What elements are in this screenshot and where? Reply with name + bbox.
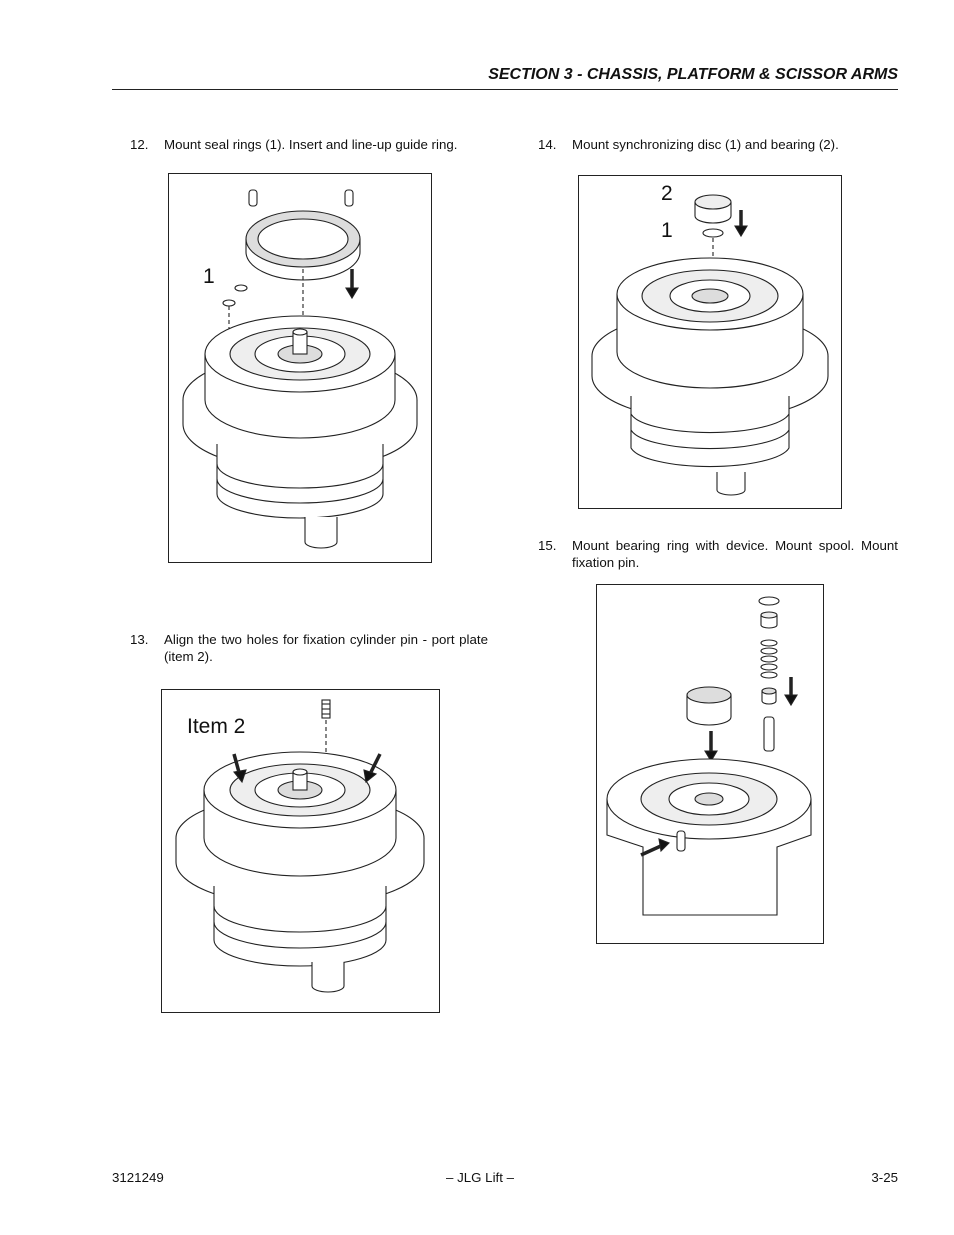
callout-1: 1 (661, 219, 673, 242)
motor-illustration (182, 189, 418, 549)
step-text: Mount bearing ring with device. Mount sp… (572, 538, 898, 570)
step-text: Mount seal rings (1). Insert and line-up… (164, 137, 458, 152)
figure-bearing-ring (596, 584, 824, 944)
step-text: Align the two holes for fixation cylinde… (164, 632, 488, 664)
step-number: 12. (130, 137, 149, 152)
section-title: SECTION 3 - CHASSIS, PLATFORM & SCISSOR … (488, 66, 898, 83)
header-divider (112, 89, 898, 90)
figure-seal-rings: 1 (168, 173, 432, 563)
footer-doc-number: 3121249 (112, 1170, 164, 1185)
figure-port-plate: Item 2 (161, 689, 440, 1013)
footer-center: – JLG Lift – (446, 1170, 514, 1185)
motor-illustration (175, 699, 425, 993)
callout-2: 2 (661, 182, 673, 205)
figure-sync-disc: 2 1 (578, 175, 842, 509)
step-text: Mount synchronizing disc (1) and bearing… (572, 137, 839, 152)
step-number: 14. (538, 137, 557, 152)
callout-item-2: Item 2 (187, 715, 246, 738)
motor-illustration (591, 194, 829, 496)
callout-1: 1 (203, 265, 215, 288)
motor-illustration (606, 596, 812, 916)
step-number: 13. (130, 632, 149, 647)
step-number: 15. (538, 538, 557, 553)
footer-page-number: 3-25 (871, 1170, 898, 1185)
